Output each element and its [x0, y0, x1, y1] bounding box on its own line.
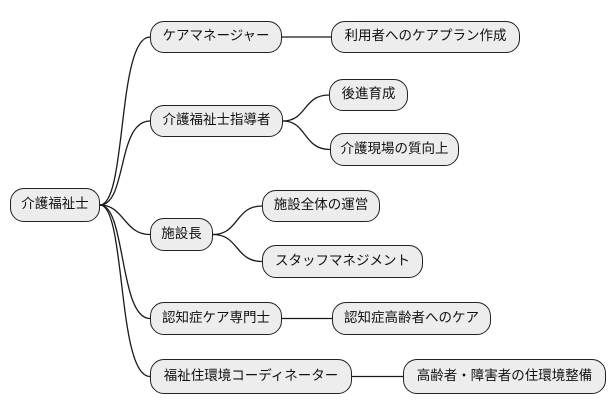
- connector-line: [212, 233, 263, 263]
- connector-line: [99, 204, 151, 236]
- node-care-quality-improvement: 介護現場の質向上: [330, 133, 459, 166]
- node-care-plan-creation: 利用者へのケアプラン作成: [331, 21, 520, 53]
- connector-line: [282, 120, 331, 151]
- connector-line: [99, 120, 151, 206]
- connector-line: [99, 204, 151, 378]
- connector-line: [282, 94, 330, 122]
- node-facility-director: 施設長: [150, 218, 213, 251]
- node-dementia-elderly-care: 認知症高齢者へのケア: [332, 302, 491, 335]
- node-dementia-care-specialist: 認知症ケア専門士: [150, 302, 282, 335]
- connector-line: [212, 205, 263, 236]
- root-node-care-worker: 介護福祉士: [10, 188, 100, 222]
- node-successor-training: 後進育成: [329, 79, 408, 111]
- node-care-worker-instructor: 介護福祉士指導者: [150, 105, 283, 137]
- node-welfare-housing-coordinator: 福祉住環境コーディネーター: [150, 359, 352, 394]
- node-housing-environment-improvement: 高齢者・障害者の住環境整備: [403, 359, 606, 394]
- node-care-manager: ケアマネージャー: [150, 21, 282, 53]
- node-facility-operation: 施設全体の運営: [262, 190, 380, 222]
- connector-line: [99, 204, 151, 320]
- connector-line: [99, 36, 151, 206]
- node-staff-management: スタッフマネジメント: [262, 245, 423, 278]
